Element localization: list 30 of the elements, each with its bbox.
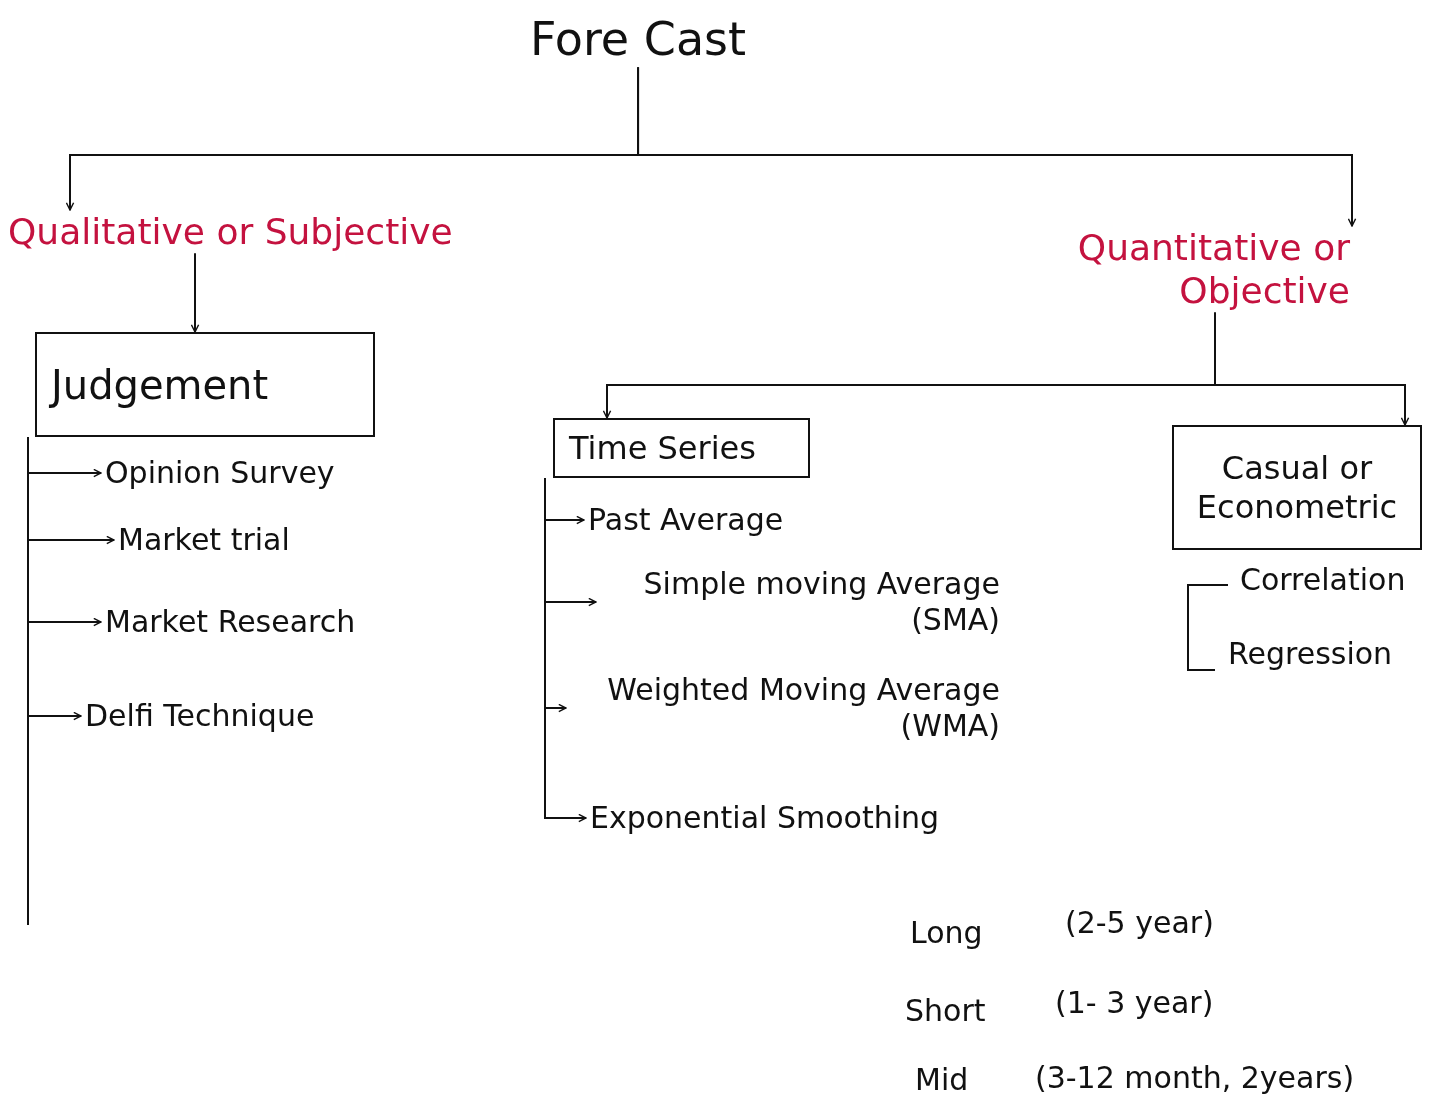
note-text: (3-12 month, 2years): [1035, 1060, 1355, 1095]
list-item: Correlation: [1240, 562, 1406, 597]
list-item: Past Average: [588, 502, 784, 538]
list-item: Simple moving Average (SMA): [600, 566, 1000, 638]
term-label: Long: [910, 915, 983, 950]
category-box: [35, 332, 375, 437]
arrow: [544, 477, 587, 823]
arrow: [27, 436, 82, 721]
heading-text: Qualitative or Subjective: [8, 210, 453, 254]
arrow: [637, 66, 1357, 227]
heading-text: Fore Cast: [530, 12, 747, 68]
list-item: Weighted Moving Average (WMA): [570, 672, 1000, 744]
term-label: Mid: [915, 1062, 969, 1097]
arrow: [190, 252, 200, 333]
note-text: (2-5 year): [1065, 905, 1214, 940]
box-title: Judgement: [51, 360, 269, 409]
term-label: Short: [905, 993, 986, 1028]
category-box: [1172, 425, 1422, 550]
list-item: Regression: [1228, 636, 1393, 671]
list-item: Market trial: [118, 522, 290, 558]
list-item: Market Research: [105, 604, 356, 640]
list-item: Delfi Technique: [85, 698, 315, 734]
heading-text: Quantitative or Objective: [1000, 226, 1350, 313]
list-item: Exponential Smoothing: [590, 800, 940, 836]
note-text: (1- 3 year): [1055, 985, 1214, 1020]
list-item: Opinion Survey: [105, 455, 335, 491]
arrow: [1214, 311, 1410, 426]
box-title: Casual or Econometric: [1195, 449, 1399, 526]
box-title: Time Series: [569, 428, 756, 468]
category-box: [553, 418, 810, 478]
